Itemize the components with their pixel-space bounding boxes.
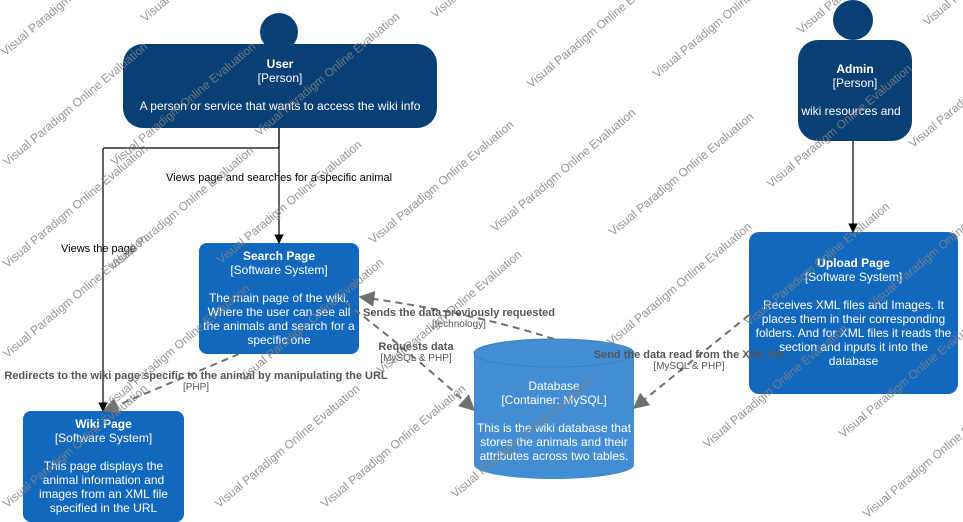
user-type: [Person] bbox=[257, 71, 303, 85]
user-title: User bbox=[266, 57, 294, 71]
edge-label-views-page: Views the page bbox=[61, 243, 137, 255]
sends-back-text: Sends the data previously requested bbox=[363, 307, 555, 319]
search-page-node[interactable]: Search Page [Software System] The main p… bbox=[203, 249, 355, 347]
user-person-shape[interactable] bbox=[123, 13, 437, 128]
sends-back-tech: [technology] bbox=[432, 319, 486, 330]
user-node[interactable]: User [Person] A person or service that w… bbox=[123, 57, 437, 113]
wiki-page-desc: This page displays the animal informatio… bbox=[39, 459, 168, 515]
admin-body bbox=[798, 40, 912, 141]
database-title: Database bbox=[528, 379, 580, 393]
edge-label-sends-back: Sends the data previously requested [tec… bbox=[353, 307, 565, 331]
database-type: [Container: MySQL] bbox=[501, 393, 607, 407]
admin-desc: s wiki resources and bbox=[798, 104, 901, 118]
edge-search-to-database[interactable] bbox=[344, 301, 476, 412]
edge-label-requests: Requests data [MySQL & PHP] bbox=[374, 341, 458, 365]
admin-node[interactable]: Admin [Person] s wiki resources and bbox=[798, 62, 912, 132]
admin-title: Admin bbox=[836, 62, 874, 76]
admin-type: [Person] bbox=[832, 76, 878, 90]
edge-database-to-search[interactable] bbox=[358, 291, 555, 340]
wiki-page-rect[interactable] bbox=[23, 411, 184, 522]
database-desc: This is the wiki database that stores th… bbox=[476, 421, 632, 463]
edge-label-redirects: Redirects to the wiki page specific to t… bbox=[0, 370, 392, 394]
admin-head bbox=[833, 0, 873, 40]
database-body bbox=[474, 353, 634, 479]
upload-page-type: [Software System] bbox=[804, 270, 903, 284]
edge-upload-to-database[interactable] bbox=[632, 314, 750, 410]
search-page-title: Search Page bbox=[242, 249, 316, 263]
search-page-desc: The main page of the wiki. Where the use… bbox=[203, 291, 355, 347]
edge-user-to-wiki[interactable] bbox=[98, 128, 280, 412]
database-node[interactable]: Database [Container: MySQL] This is the … bbox=[476, 379, 632, 463]
send-read-tech: [MySQL & PHP] bbox=[653, 361, 725, 372]
upload-page-node[interactable]: Upload Page [Software System] Receives X… bbox=[755, 256, 952, 368]
admin-person-shape[interactable] bbox=[798, 0, 912, 141]
edge-label-views-search: Views page and searches for a specific a… bbox=[166, 172, 393, 184]
database-cylinder[interactable] bbox=[473, 338, 635, 479]
wiki-page-node[interactable]: Wiki Page [Software System] This page di… bbox=[27, 417, 180, 515]
user-body bbox=[123, 44, 437, 128]
redirects-text: Redirects to the wiki page specific to t… bbox=[4, 370, 388, 382]
wiki-page-type: [Software System] bbox=[54, 431, 153, 445]
send-read-text: Send the data read from the XML file bbox=[593, 349, 785, 361]
redirects-tech: [PHP] bbox=[182, 382, 210, 393]
requests-text: Requests data bbox=[378, 341, 454, 353]
edge-label-send-read: Send the data read from the XML file [My… bbox=[588, 349, 790, 373]
search-page-rect[interactable] bbox=[199, 243, 359, 354]
upload-page-rect[interactable] bbox=[749, 232, 958, 394]
wiki-page-title: Wiki Page bbox=[75, 417, 132, 431]
user-desc: A person or service that wants to access… bbox=[139, 99, 421, 113]
search-page-type: [Software System] bbox=[230, 263, 328, 277]
requests-tech: [MySQL & PHP] bbox=[380, 353, 452, 364]
upload-page-desc: Receives XML files and Images. It places… bbox=[755, 298, 952, 368]
user-head bbox=[260, 13, 298, 51]
edge-search-to-wiki[interactable] bbox=[102, 353, 240, 413]
upload-page-title: Upload Page bbox=[817, 256, 890, 270]
